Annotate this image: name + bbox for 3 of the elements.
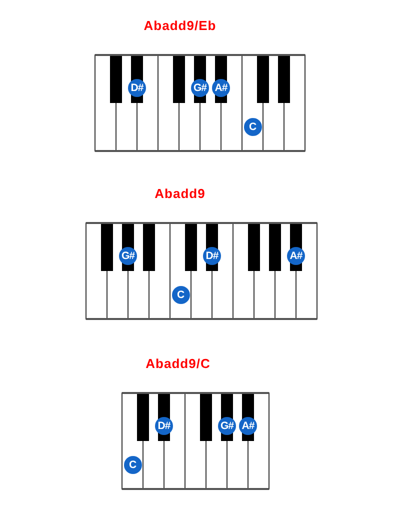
- chord-title: Abadd9/C: [146, 356, 210, 371]
- chord-title: Abadd9/Eb: [144, 18, 216, 33]
- chord-title: Abadd9: [154, 186, 206, 201]
